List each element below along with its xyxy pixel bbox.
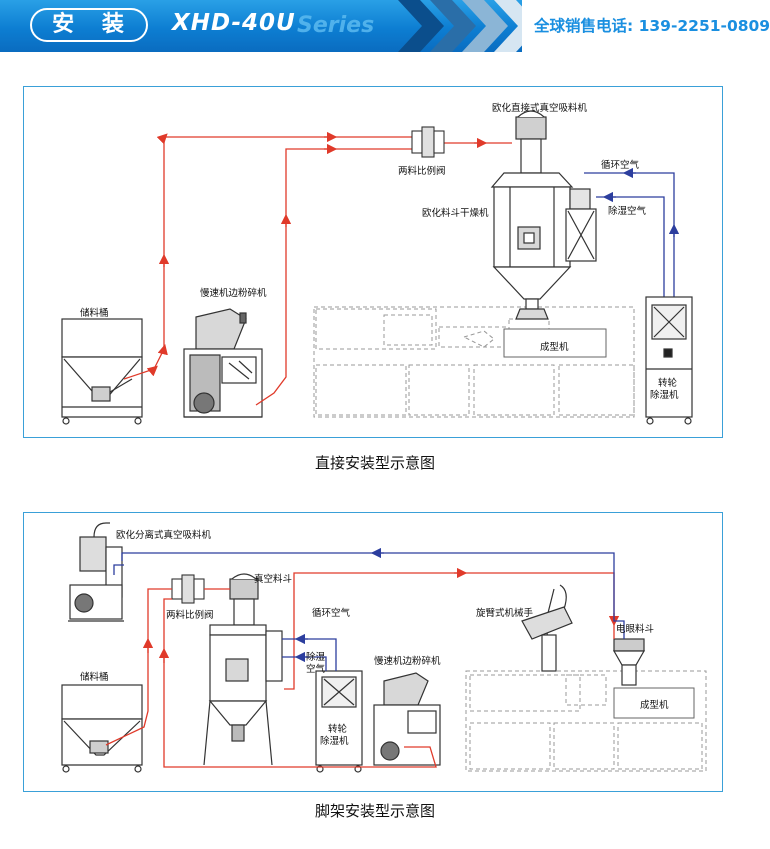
granulator-drawing-2 <box>373 672 441 766</box>
series-label: Series <box>297 13 375 38</box>
molding-machine-box <box>503 328 607 358</box>
label-wheel-dryer-2: 除湿机 <box>650 390 679 401</box>
separating-loader-drawing <box>68 522 124 622</box>
label-vacuum-loader: 欧化直接式真空吸料机 <box>492 103 588 114</box>
direct-install-diagram: 欧化直接式真空吸料机 两料比例阀 循环空气 欧化料斗干燥机 除湿空气 慢速机边粉… <box>23 86 723 438</box>
label-robot-arm: 旋臂式机械手 <box>476 608 534 619</box>
label-circulation-air: 循环空气 <box>601 160 640 171</box>
caption-stand-install: 脚架安装型示意图 <box>314 802 435 820</box>
label-eye-hopper: 电眼料斗 <box>616 624 655 635</box>
label-storage-bin: 储料桶 <box>80 308 109 319</box>
label-valve: 两料比例阀 <box>398 166 446 177</box>
model-name: XHD-40U <box>172 10 296 36</box>
label-circulation-air-2: 循环空气 <box>312 608 351 619</box>
label-wheel-dryer-2-2: 除湿机 <box>320 736 349 747</box>
direct-install-drawing <box>61 110 693 425</box>
robot-arm-drawing <box>521 584 573 672</box>
hotline-panel <box>522 0 750 52</box>
section-title: 安 装 <box>30 8 148 42</box>
label-separating-loader: 欧化分离式真空吸料机 <box>116 530 212 541</box>
stand-install-drawing <box>61 522 707 773</box>
label-molding-machine: 成型机 <box>540 342 569 353</box>
molding-machine-outline <box>313 306 635 418</box>
storage-bin-drawing <box>61 318 143 425</box>
molding-machine-outline-2 <box>465 670 707 772</box>
label-storage-bin-2: 储料桶 <box>80 672 109 683</box>
sales-hotline: 全球销售电话: 139-2251-0809 <box>534 17 770 35</box>
molding-machine-box-2 <box>613 687 695 719</box>
label-valve-2: 两料比例阀 <box>166 610 214 621</box>
label-granulator-2: 慢速机边粉碎机 <box>374 656 441 667</box>
storage-bin-drawing-2 <box>61 684 143 773</box>
eye-hopper-drawing <box>612 638 646 686</box>
chevron-arrows-icon <box>398 0 540 52</box>
stand-dryer-drawing <box>203 573 283 766</box>
label-molding-machine-2: 成型机 <box>640 700 669 711</box>
label-wheel-dryer-1: 转轮 <box>658 378 678 389</box>
label-vacuum-hopper: 真空料斗 <box>254 574 293 585</box>
stand-install-diagram: 欧化分离式真空吸料机 真空料斗 两料比例阀 循环空气 除湿 空气 慢速机边粉碎机… <box>23 512 723 792</box>
label-dehumid-air-2b: 空气 <box>306 664 326 675</box>
caption-direct-install: 直接安装型示意图 <box>314 454 435 472</box>
hopper-dryer-drawing <box>490 110 597 320</box>
granulator-drawing <box>183 308 263 418</box>
wheel-dehumidifier-drawing <box>645 296 693 425</box>
label-dryer: 欧化料斗干燥机 <box>422 208 489 219</box>
label-dehumid-air: 除湿空气 <box>608 206 647 217</box>
label-granulator: 慢速机边粉碎机 <box>200 288 267 299</box>
label-dehumid-air-2a: 除湿 <box>306 652 326 663</box>
wheel-dehumidifier-drawing-2 <box>315 670 363 773</box>
proportional-valve-drawing <box>411 126 445 158</box>
proportional-valve-drawing-2 <box>171 574 205 604</box>
label-wheel-dryer-2-1: 转轮 <box>328 724 348 735</box>
